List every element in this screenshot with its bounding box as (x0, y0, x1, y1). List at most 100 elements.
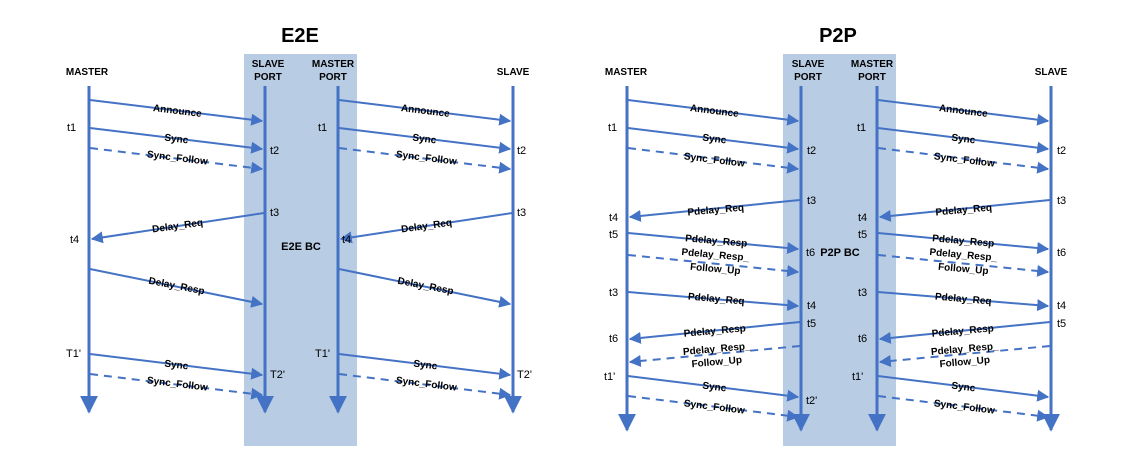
e2e-dreq-arrow-right (339, 212, 513, 244)
p2p-preq2-label-right: Pdelay_Req (934, 292, 991, 308)
e2e-r-T2: T2' (517, 369, 532, 381)
e2e-r-T1: T1' (315, 348, 330, 360)
p2p-pfu2-arrow-right (878, 345, 1051, 367)
p2p-presp-label-left: Pdelay_Resp (685, 233, 748, 249)
e2e-follow2-arrow-right (338, 373, 512, 400)
p2p-r-t5a: t5 (858, 229, 867, 241)
p2p-r-t5b: t5 (1057, 318, 1066, 330)
e2e-l-T2: T2' (270, 369, 285, 381)
p2p-r-t4b: t4 (1057, 300, 1066, 312)
e2e-r-t1: t1 (318, 122, 327, 134)
p2p-slave-port-header-1: SLAVE (792, 59, 825, 70)
e2e-announce-label-right: Announce (400, 103, 450, 120)
e2e-sync2-arrow-left (89, 353, 264, 380)
e2e-sync-arrow-left (89, 127, 264, 154)
e2e-announce-arrow-left (89, 99, 264, 126)
e2e-dreq-label-right: Delay_Req (401, 218, 453, 236)
p2p-slave-port-header-2: PORT (794, 72, 822, 83)
e2e-announce-arrow-right (338, 99, 512, 126)
p2p-sync2-arrow-left (627, 375, 800, 402)
p2p-follow2-arrow-right (877, 395, 1050, 422)
e2e-dreq-label-left: Delay_Req (152, 218, 204, 236)
p2p-l-t1p: t1' (604, 371, 615, 383)
e2e-dresp-arrow-right (338, 268, 512, 308)
e2e-dresp-arrow-left (89, 268, 264, 308)
e2e-l-t4: t4 (70, 234, 79, 246)
e2e-l-t1: t1 (67, 122, 76, 134)
p2p-master-header: MASTER (605, 67, 648, 78)
e2e-dresp-label-left: Delay_Resp (148, 276, 206, 298)
p2p-sync-arrow-right (877, 127, 1050, 154)
p2p-l-t3a: t3 (807, 195, 816, 207)
e2e-sync2-arrow-right (338, 353, 512, 380)
p2p-l-t5a: t5 (609, 229, 618, 241)
p2p-announce-arrow-right (877, 99, 1050, 126)
p2p-presp-arrow-left (627, 232, 800, 254)
e2e-slave-port-header-1: SLAVE (252, 59, 285, 70)
p2p-follow-label-left: Sync_Follow (683, 151, 745, 169)
p2p-pfu2-arrow-left (628, 345, 801, 367)
p2p-preq2-arrow-right (877, 291, 1050, 312)
e2e-master-header: MASTER (66, 67, 109, 78)
p2p-master-port-header-1: MASTER (851, 59, 894, 70)
p2p-pfu-label-left-2: Follow_Up (690, 262, 741, 277)
p2p-sync-arrow-left (627, 127, 800, 154)
p2p-preq-label-left: Pdelay_Req (687, 203, 744, 219)
p2p-r-t6a: t6 (1057, 247, 1066, 259)
e2e-follow-label-left: Sync_Follow (146, 149, 208, 167)
p2p-r-t6b: t6 (858, 333, 867, 345)
e2e-panel: E2E MASTER SLAVE PORT MASTER PORT SLAVE … (66, 25, 532, 446)
e2e-follow-label-right: Sync_Follow (395, 149, 457, 167)
p2p-preq2-arrow-left (627, 291, 800, 312)
p2p-presp2-arrow-left (628, 321, 801, 344)
p2p-title: P2P (819, 25, 857, 47)
e2e-bc-label: E2E BC (281, 241, 321, 253)
e2e-l-t3: t3 (270, 207, 279, 219)
e2e-follow2-label-right: Sync_Follow (395, 375, 457, 393)
p2p-preq2-label-left: Pdelay_Req (687, 292, 744, 308)
p2p-l-t5b: t5 (807, 318, 816, 330)
p2p-r-t2: t2 (1057, 145, 1066, 157)
p2p-r-t3a: t3 (1057, 195, 1066, 207)
p2p-pfu-arrow-left (627, 254, 800, 277)
p2p-presp-label-right: Pdelay_Resp (932, 233, 995, 249)
e2e-l-t2: t2 (270, 145, 279, 157)
e2e-r-t4: t4 (342, 234, 351, 246)
p2p-r-t1: t1 (857, 122, 866, 134)
e2e-sync-arrow-right (338, 127, 512, 154)
p2p-slave-header: SLAVE (1035, 67, 1068, 78)
e2e-follow-arrow-right (338, 147, 512, 174)
e2e-slave-header: SLAVE (497, 67, 530, 78)
e2e-follow2-arrow-left (89, 373, 264, 400)
p2p-follow2-arrow-left (627, 395, 800, 422)
p2p-announce-label-left: Announce (689, 103, 739, 120)
p2p-l-t6b: t6 (609, 333, 618, 345)
p2p-sync2-arrow-right (877, 375, 1050, 402)
p2p-pfu2-label-left-2: Follow_Up (691, 355, 742, 370)
p2p-preq-label-right: Pdelay_Req (935, 203, 992, 219)
p2p-l-t1: t1 (608, 122, 617, 134)
e2e-dreq-arrow-left (90, 212, 265, 244)
p2p-preq-arrow-left (628, 199, 801, 222)
p2p-l-t3b: t3 (609, 287, 618, 299)
p2p-sync-label-left: Sync (702, 133, 727, 147)
e2e-follow2-label-left: Sync_Follow (146, 375, 208, 393)
p2p-follow2-label-right: Sync_Follow (933, 398, 995, 416)
p2p-presp2-label-right: Pdelay_Resp (931, 323, 994, 339)
e2e-master-port-header-1: MASTER (312, 59, 355, 70)
p2p-follow-arrow-left (627, 147, 800, 174)
p2p-pfu2-label-right-2: Follow_Up (939, 355, 990, 370)
e2e-dresp-label-right: Delay_Resp (397, 276, 455, 298)
e2e-l-T1: T1' (66, 348, 81, 360)
p2p-follow2-label-left: Sync_Follow (683, 398, 745, 416)
p2p-announce-label-right: Announce (938, 103, 988, 120)
p2p-r-t1p: t1' (852, 371, 863, 383)
p2p-follow-label-right: Sync_Follow (933, 151, 995, 169)
p2p-l-t2p: t2' (806, 395, 817, 407)
e2e-slave-port-header-2: PORT (254, 72, 282, 83)
p2p-presp2-arrow-right (878, 321, 1051, 344)
p2p-presp2-label-left: Pdelay_Resp (683, 323, 746, 339)
e2e-r-t2: t2 (517, 145, 526, 157)
e2e-sync-label-left: Sync (164, 133, 189, 147)
p2p-r-t3b: t3 (858, 287, 867, 299)
